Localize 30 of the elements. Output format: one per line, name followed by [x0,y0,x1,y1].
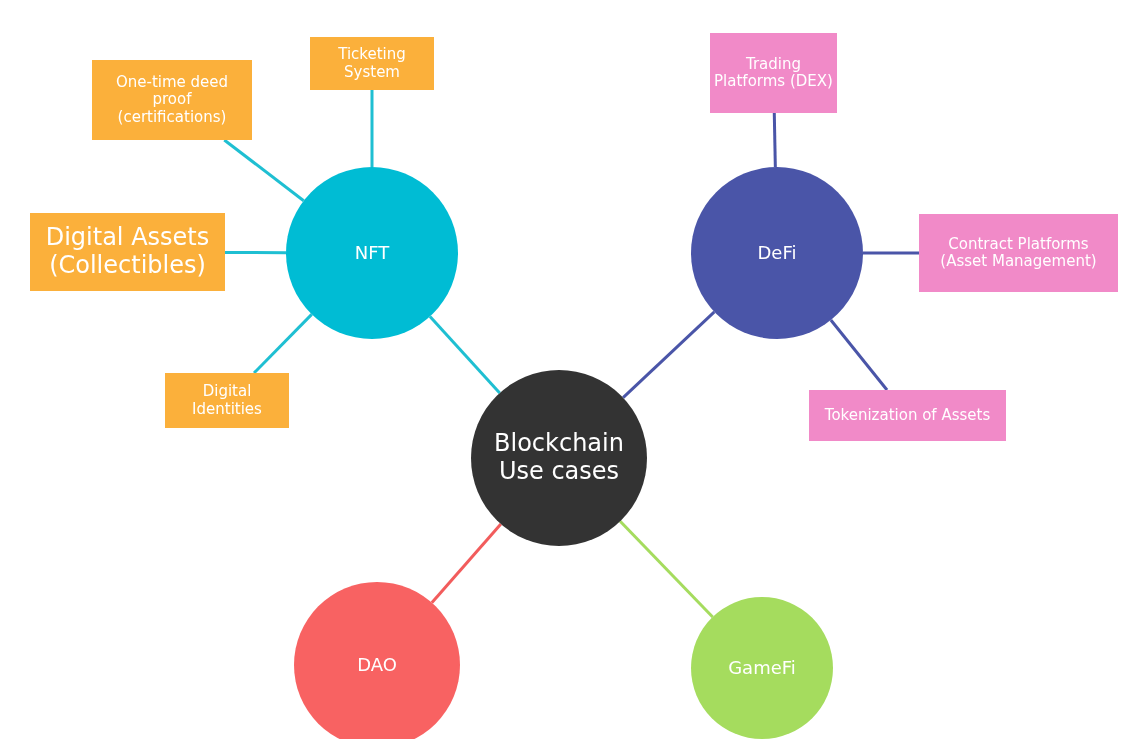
topic-box [919,214,1118,292]
topic-label: Digital Identities [191,383,263,418]
connector-line [252,313,313,375]
topic-box [310,37,434,90]
connector-line [622,310,716,399]
connector-line [428,315,501,394]
connector-line [225,250,286,255]
circle-label: Blockchain Use cases [493,430,625,486]
connector-line [863,251,919,255]
topic-label: Tokenization of Assets [824,406,991,425]
topic-box [165,373,289,428]
connector-line [430,523,502,604]
connector-line [829,319,889,391]
circle-label: DeFi [757,242,797,264]
circle-label: DAO [357,654,397,676]
topic-label: Contract Platforms (Asset Management) [939,235,1098,271]
topic-box [809,390,1006,441]
circle-label: GameFi [728,657,796,679]
connector-line [772,112,777,168]
connector-line [619,520,714,618]
topic-label: Digital Assets (Collectibles) [44,224,211,280]
topic-box [710,33,837,113]
circle-label: NFT [354,242,390,264]
topic-box [30,213,225,291]
connector-line [370,90,374,167]
connector-line [223,138,305,202]
topic-box [92,60,252,140]
topic-label: Trading Platforms (DEX) [714,55,833,91]
topic-label: One-time deed proof (certifications) [114,74,230,126]
topic-label: Ticketing System [337,46,407,81]
